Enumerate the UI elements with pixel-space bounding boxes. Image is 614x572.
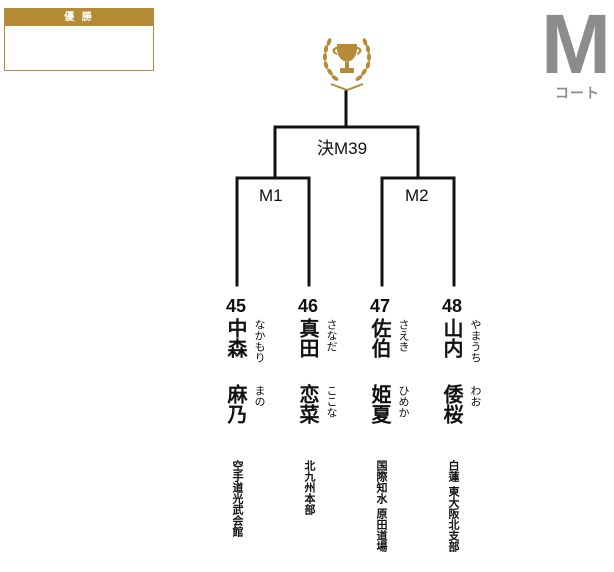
player-given-name: 倭桜 [440, 384, 464, 424]
player-number: 47 [370, 296, 391, 316]
player-surname: 佐伯 [368, 318, 392, 358]
player-given-kana: ひめか [397, 385, 410, 418]
player-number: 46 [298, 296, 319, 316]
player-surname: 山内 [440, 318, 464, 358]
court-letter: M [541, 0, 611, 91]
player-given-kana: まの [253, 385, 266, 407]
player-given-name: 麻乃 [224, 384, 248, 424]
player-given-kana: ここな [325, 385, 338, 418]
player-surname-kana: さえき [397, 319, 410, 352]
player-surname-kana: なかもり [253, 319, 266, 363]
player-club: 空手道光武会館 [231, 460, 244, 537]
court-label: コート [555, 86, 600, 102]
m2-match-label: M2 [405, 186, 429, 205]
player-surname: 真田 [296, 318, 320, 358]
trophy-laurel-icon [323, 38, 371, 92]
winner-box-header: 優 勝 [5, 9, 153, 26]
player-number: 45 [226, 296, 247, 316]
player-surname-kana: さなだ [325, 319, 338, 352]
winner-box: 優 勝 [4, 8, 154, 71]
player-given-name: 姫夏 [368, 384, 392, 424]
player-club: 国際知水 原田道場 [375, 460, 388, 552]
player-number: 48 [442, 296, 463, 316]
player-surname-kana: やまうち [469, 319, 482, 363]
m1-match-label: M1 [259, 186, 283, 205]
player-club: 北九州本部 [303, 460, 316, 515]
player-surname: 中森 [224, 318, 248, 358]
player-given-name: 恋菜 [296, 384, 320, 424]
player-given-kana: わお [469, 385, 482, 407]
player-club: 白蓮 東大阪北支部 [447, 460, 460, 552]
final-match-label: 決M39 [317, 139, 368, 158]
